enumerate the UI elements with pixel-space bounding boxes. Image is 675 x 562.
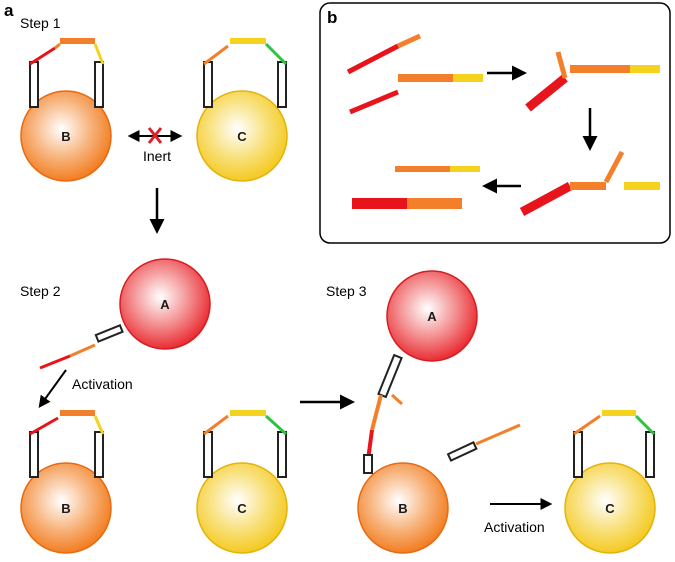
activation-label-step2: Activation	[72, 376, 133, 392]
step1-label: Step 1	[20, 15, 61, 31]
dna-schematic-b-3	[519, 150, 660, 216]
panel-b-label: b	[327, 8, 337, 27]
particle-b-label-step2: B	[61, 501, 70, 516]
dna-gate-b-step1	[29, 38, 105, 108]
dna-schematic-b-4	[352, 166, 480, 209]
particle-c-label-step2: C	[237, 501, 247, 516]
particle-a-step3	[386, 270, 478, 362]
arrow-activation-step2	[38, 369, 67, 408]
panel-a-label: a	[4, 1, 14, 20]
dna-schematic-b-1	[346, 33, 483, 115]
particle-b-step3	[357, 462, 449, 554]
dna-gate-c-step3	[573, 410, 656, 478]
particle-b-step1	[20, 90, 112, 182]
step2-label: Step 2	[20, 283, 61, 299]
particle-c-step2	[196, 462, 288, 554]
particle-c-step3	[564, 462, 656, 554]
particle-c-step1	[196, 90, 288, 182]
particle-b-label-step1: B	[61, 129, 70, 144]
particle-c-label-step1: C	[237, 129, 247, 144]
particle-c-label-step3: C	[605, 501, 615, 516]
dna-gate-b-step2	[29, 410, 105, 478]
particle-a-step2	[119, 258, 211, 350]
dna-schematic-b-2	[525, 51, 660, 112]
particle-a-label-step3: A	[427, 309, 437, 324]
inert-cross-icon	[147, 127, 163, 144]
dna-complex-ab-step3	[363, 353, 521, 474]
particle-b-step2	[20, 462, 112, 554]
dna-gate-c-step1	[203, 38, 288, 108]
particle-a-label-step2: A	[160, 297, 170, 312]
particle-b-label-step3: B	[398, 501, 407, 516]
step3-label: Step 3	[326, 283, 367, 299]
activation-label-step3: Activation	[484, 519, 545, 535]
inert-label: Inert	[143, 148, 171, 164]
dna-strand-a-step2	[39, 324, 124, 370]
dna-gate-c-step2	[203, 410, 288, 478]
